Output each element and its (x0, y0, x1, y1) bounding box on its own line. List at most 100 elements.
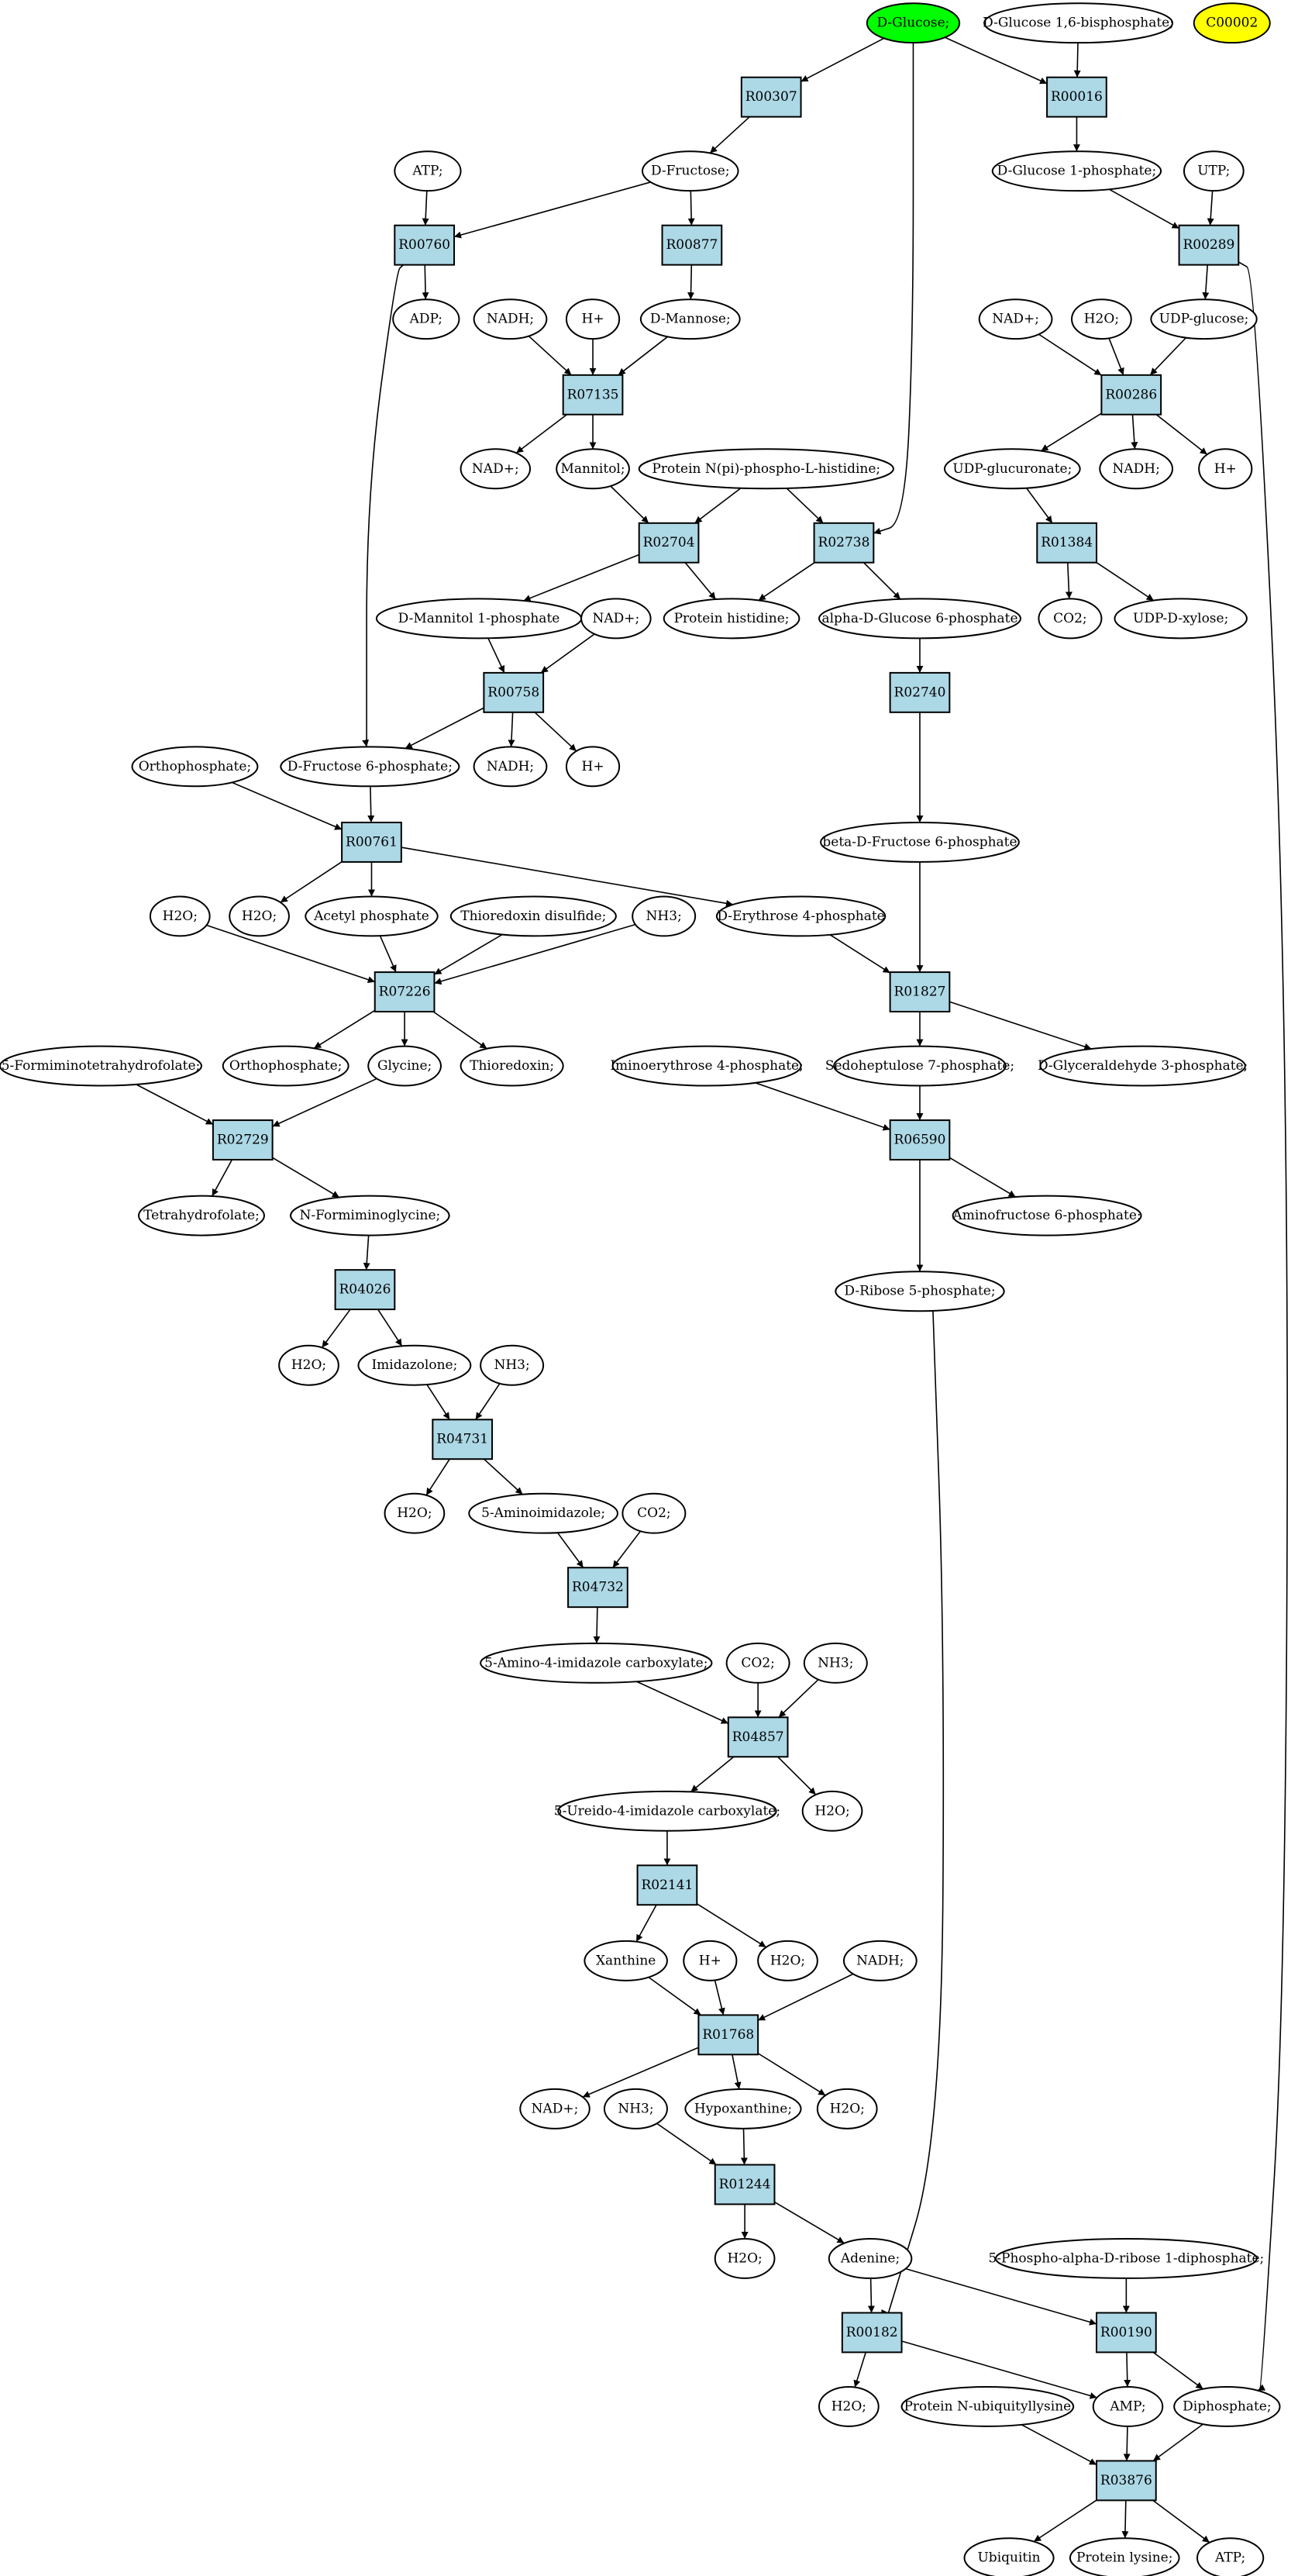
reaction-node-r00286[interactable]: R00286 (1100, 374, 1162, 416)
compound-node-nadp3[interactable]: NAD+; (580, 598, 652, 640)
compound-node-nadp1[interactable]: NAD+; (460, 448, 532, 490)
compound-node-h2o8[interactable]: H2O; (816, 2088, 878, 2129)
compound-node-trxds[interactable]: Thioredoxin disulfide; (449, 895, 617, 937)
reaction-node-r04026[interactable]: R04026 (334, 1269, 396, 1311)
compound-node-h2o6[interactable]: H2O; (801, 1790, 863, 1832)
compound-node-mannitol[interactable]: Mannitol; (556, 448, 630, 490)
reaction-node-r02738[interactable]: R02738 (813, 522, 875, 564)
compound-node-h2o3[interactable]: H2O; (229, 895, 290, 937)
compound-node-fructose[interactable]: D-Fructose; (641, 150, 739, 192)
reaction-node-r06590[interactable]: R06590 (889, 1119, 951, 1160)
compound-node-udpxyl[interactable]: UDP-D-xylose; (1114, 598, 1248, 640)
compound-node-glc16bp[interactable]: D-Glucose 1,6-bisphosphate; (983, 2, 1174, 44)
compound-node-amp[interactable]: AMP; (1092, 2385, 1164, 2427)
reaction-node-r00289[interactable]: R00289 (1178, 224, 1240, 266)
reaction-node-r01827[interactable]: R01827 (889, 971, 951, 1013)
compound-node-ubiquitin[interactable]: Ubiquitin (963, 2537, 1055, 2576)
reaction-node-r01384[interactable]: R01384 (1036, 522, 1098, 564)
compound-node-ery4p[interactable]: D-Erythrose 4-phosphate (715, 895, 887, 937)
reaction-node-r02704[interactable]: R02704 (638, 522, 700, 564)
compound-node-nadh2[interactable]: NADH; (1099, 448, 1174, 490)
reaction-node-r02729[interactable]: R02729 (212, 1119, 274, 1160)
compound-node-nh3a[interactable]: NH3; (632, 895, 697, 937)
compound-node-xanthine[interactable]: Xanthine (584, 1940, 668, 1981)
reaction-node-r07226[interactable]: R07226 (374, 971, 436, 1013)
compound-node-atp2[interactable]: ATP; (1196, 2537, 1265, 2576)
reaction-node-r00761[interactable]: R00761 (341, 821, 402, 863)
compound-node-nh3d[interactable]: NH3; (603, 2088, 668, 2129)
compound-node-glc1p[interactable]: D-Glucose 1-phosphate; (991, 150, 1162, 192)
compound-node-h1[interactable]: H+ (565, 298, 621, 340)
compound-node-co2c[interactable]: CO2; (725, 1642, 790, 1684)
compound-node-h2o5[interactable]: H2O; (384, 1492, 446, 1534)
compound-node-bfru6p[interactable]: beta-D-Fructose 6-phosphate (820, 821, 1020, 863)
reaction-node-r00016[interactable]: R00016 (1046, 76, 1107, 118)
compound-node-adenine[interactable]: Adenine; (828, 2237, 913, 2279)
reaction-node-r00760[interactable]: R00760 (394, 224, 456, 266)
compound-node-co2a[interactable]: CO2; (1038, 598, 1103, 640)
compound-node-thf[interactable]: Tetrahydrofolate; (138, 1195, 265, 1236)
compound-node-nadp4[interactable]: NAD+; (519, 2088, 590, 2129)
reaction-node-r04732[interactable]: R04732 (567, 1567, 628, 1609)
compound-node-aicarb[interactable]: 5-Amino-4-imidazole carboxylate; (480, 1642, 713, 1684)
compound-node-co2b[interactable]: CO2; (621, 1492, 687, 1534)
compound-node-prothis[interactable]: Protein histidine; (663, 598, 800, 640)
compound-node-h2o1[interactable]: H2O; (1071, 298, 1132, 340)
reaction-node-r04731[interactable]: R04731 (432, 1419, 494, 1460)
compound-node-hypox[interactable]: Hypoxanthine; (684, 2088, 802, 2129)
reaction-node-r02740[interactable]: R02740 (889, 671, 951, 713)
reaction-node-r04857[interactable]: R04857 (727, 1716, 789, 1758)
compound-node-aminoimid[interactable]: 5-Aminoimidazole; (468, 1492, 619, 1534)
compound-node-nformgly[interactable]: N-Formiminoglycine; (290, 1195, 450, 1236)
compound-node-mannose[interactable]: D-Mannose; (639, 298, 741, 340)
compound-node-mannitol1p[interactable]: D-Mannitol 1-phosphate (375, 598, 583, 640)
reaction-node-r00182[interactable]: R00182 (841, 2312, 903, 2354)
compound-node-fru6p[interactable]: D-Fructose 6-phosphate; (280, 746, 460, 788)
compound-node-udpglcur[interactable]: UDP-glucuronate; (943, 448, 1081, 490)
compound-node-udpglc[interactable]: UDP-glucose; (1150, 298, 1258, 340)
compound-node-h2[interactable]: H+ (1198, 448, 1253, 490)
compound-node-h2o7[interactable]: H2O; (757, 1940, 818, 1981)
reaction-node-r00758[interactable]: R00758 (483, 671, 545, 713)
compound-node-prpp[interactable]: 5-Phospho-alpha-D-ribose 1-diphosphate; (988, 2237, 1264, 2279)
compound-node-nh3c[interactable]: NH3; (803, 1642, 868, 1684)
compound-node-utp[interactable]: UTP; (1183, 150, 1245, 192)
compound-node-acetylp[interactable]: Acetyl phosphate (305, 895, 439, 937)
compound-node-gap[interactable]: D-Glyceraldehyde 3-phosphate; (1038, 1045, 1248, 1087)
reaction-node-r00877[interactable]: R00877 (661, 224, 723, 266)
compound-node-formimthf[interactable]: 5-Formiminotetrahydrofolate; (0, 1045, 202, 1087)
compound-node-h3[interactable]: H+ (565, 746, 621, 788)
compound-node-nadh3[interactable]: NADH; (473, 746, 548, 788)
reaction-node-r01768[interactable]: R01768 (697, 2014, 759, 2056)
compound-node-nh3b[interactable]: NH3; (480, 1344, 545, 1386)
compound-node-diphos[interactable]: Diphosphate; (1173, 2385, 1281, 2427)
compound-node-aglc6p[interactable]: alpha-D-Glucose 6-phosphate (818, 598, 1021, 640)
reaction-node-r01244[interactable]: R01244 (714, 2164, 776, 2205)
compound-node-h4[interactable]: H+ (683, 1940, 738, 1981)
compound-node-sed7p[interactable]: Sedoheptulose 7-phosphate; (825, 1045, 1014, 1087)
reaction-node-r00190[interactable]: R00190 (1096, 2312, 1157, 2354)
compound-node-h2o2[interactable]: H2O; (149, 895, 211, 937)
compound-node-orthop2[interactable]: Orthophosphate; (222, 1045, 349, 1087)
compound-node-rib5p[interactable]: D-Ribose 5-phosphate; (835, 1271, 1005, 1312)
compound-node-iminoery[interactable]: Iminoerythrose 4-phosphate; (610, 1045, 804, 1087)
reaction-node-r07135[interactable]: R07135 (562, 374, 624, 416)
compound-node-trx[interactable]: Thioredoxin; (460, 1045, 564, 1087)
compound-node-ureido[interactable]: 5-Ureido-4-imidazole carboxylate; (554, 1790, 780, 1832)
compound-node-glycine[interactable]: Glycine; (367, 1045, 442, 1087)
compound-node-c00002[interactable]: C00002 (1193, 2, 1271, 44)
compound-node-nadh1[interactable]: NADH; (473, 298, 548, 340)
compound-node-protlys[interactable]: Protein lysine; (1069, 2537, 1180, 2576)
compound-node-adp[interactable]: ADP; (392, 298, 460, 340)
compound-node-orthop1[interactable]: Orthophosphate; (131, 746, 259, 788)
compound-node-glucose[interactable]: D-Glucose; (866, 2, 961, 44)
compound-node-h2o4[interactable]: H2O; (278, 1344, 339, 1386)
compound-node-atp1[interactable]: ATP; (394, 150, 462, 192)
compound-node-aminofru6p[interactable]: Aminofructose 6-phosphate; (952, 1195, 1142, 1236)
compound-node-nadp2[interactable]: NAD+; (978, 298, 1053, 340)
compound-node-protnpi[interactable]: Protein N(pi)-phospho-L-histidine; (638, 448, 894, 490)
reaction-node-r02141[interactable]: R02141 (636, 1864, 698, 1906)
compound-node-h2o10[interactable]: H2O; (818, 2385, 880, 2427)
compound-node-nadh4[interactable]: NADH; (842, 1940, 918, 1981)
reaction-node-r03876[interactable]: R03876 (1096, 2460, 1157, 2502)
